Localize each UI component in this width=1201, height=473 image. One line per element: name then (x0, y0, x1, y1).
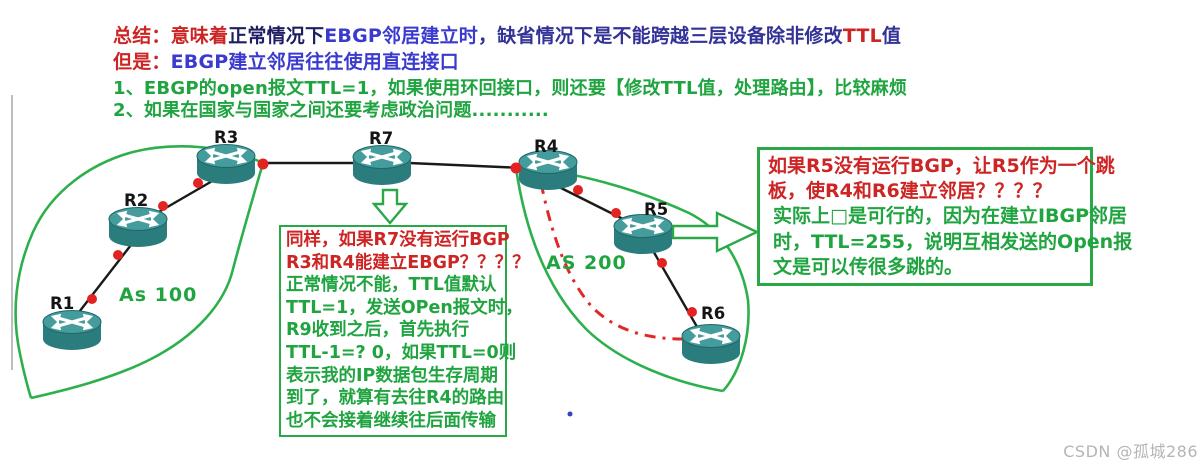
router-r5-icon (614, 215, 672, 255)
link-dot-icon (510, 162, 522, 174)
right-note-line: 文是可以传很多跳的。 (773, 255, 964, 278)
link-dot-icon (657, 258, 667, 268)
router-r6-icon (682, 325, 740, 365)
link-dot-icon (257, 158, 269, 170)
summary-line1-ebgp: EBGP邻居建立时 (324, 25, 479, 47)
right-arrow-icon (671, 211, 760, 253)
middle-annotation-box: 同样，如果R7没有运行BGP R3和R4能建立EBGP？？？？ 正常情况不能，T… (279, 225, 530, 437)
middle-note-line: 同样，如果R7没有运行BGP (286, 230, 510, 250)
right-annotation-box: 如果R5没有运行BGP，让R5作为一个跳 板，使R4和R6建立邻居？？？？ 实际… (757, 147, 1133, 286)
right-note-line: 板，使R4和R6建立邻居？？？？ (768, 180, 1052, 203)
as100-boundary-blob (14, 145, 265, 400)
link-dot-icon (573, 185, 583, 195)
summary-line1-ttl: TTL (842, 25, 882, 47)
summary-line-3: 1、EBGP的open报文TTL=1，如果使用环回接口，则还要【修改TTL值，处… (113, 78, 908, 99)
link-dot-icon (687, 307, 697, 317)
link-dot-icon (158, 201, 168, 211)
router-r7-label: R7 (369, 129, 394, 148)
link-r4-r5 (556, 184, 632, 225)
right-note-line: 时，TTL=255，说明互相发送的Open报 (773, 230, 1133, 253)
as100-label: As 100 (119, 284, 198, 306)
router-r7-icon (353, 146, 411, 186)
summary-line1-middle: ，缺省情况下是不能跨越三层设备除非修改 (478, 25, 843, 47)
router-r4-label: R4 (534, 137, 559, 156)
middle-note-line: 表示我的IP数据包生存周期 (286, 365, 498, 386)
summary-line2-rest: EBGP建立邻居往往使用直连接口 (170, 51, 459, 73)
router-r4-icon (519, 151, 577, 191)
interface-dots (87, 158, 697, 317)
link-dot-icon (113, 250, 123, 260)
csdn-watermark: CSDN @孤城286 (1063, 442, 1198, 461)
right-note-line: 实际上□是可行的，因为在建立IBGP邻居 (773, 205, 1128, 228)
blue-dot (567, 411, 573, 417)
middle-note-line: 也不会接着继续往后面传输 (286, 410, 496, 431)
router-r5-label: R5 (644, 200, 669, 219)
middle-note-line: 到了，就算有去往R4的路由 (286, 388, 505, 409)
right-note-line: 如果R5没有运行BGP，让R5作为一个跳 (768, 155, 1115, 177)
router-r2-icon (109, 208, 167, 248)
middle-note-line: 正常情况不能，TTL值默认 (286, 275, 497, 296)
as200-label: AS 200 (546, 252, 627, 274)
summary-line1-normal: 正常情况下 (228, 25, 325, 47)
summary-line1-prefix: 总结：意味着 (113, 25, 229, 47)
link-dot-icon (87, 294, 97, 304)
link-r7-r4 (408, 161, 524, 170)
router-r1-icon (43, 311, 101, 351)
router-r2-label: R2 (124, 191, 149, 210)
summary-line-2: 但是：EBGP建立邻居往往使用直连接口 (113, 50, 459, 74)
summary-line-1: 总结：意味着正常情况下EBGP邻居建立时，缺省情况下是不能跨越三层设备除非修改T… (113, 24, 901, 48)
middle-note-line: TTL-1=? 0，如果TTL=0则 (286, 342, 517, 363)
summary-line1-suffix: 值 (881, 25, 902, 47)
summary-line-4: 2、如果在国家与国家之间还要考虑政治问题........... (113, 100, 549, 121)
middle-note-line: TTL=1，发送OPen报文时， (286, 297, 523, 318)
link-dot-icon (611, 208, 621, 218)
router-r3-icon (197, 145, 255, 185)
middle-note-line: R3和R4能建立EBGP？？？？ (286, 252, 530, 273)
router-r6-label: R6 (701, 304, 726, 323)
down-arrow-icon (371, 188, 409, 225)
summary-line2-prefix: 但是： (113, 51, 171, 73)
link-dot-icon (193, 178, 203, 188)
multihop-dashed-path (539, 182, 685, 341)
router-r3-label: R3 (214, 128, 239, 147)
middle-note-line: R9收到之后，首先执行 (286, 320, 470, 341)
router-r1-label: R1 (50, 294, 75, 313)
